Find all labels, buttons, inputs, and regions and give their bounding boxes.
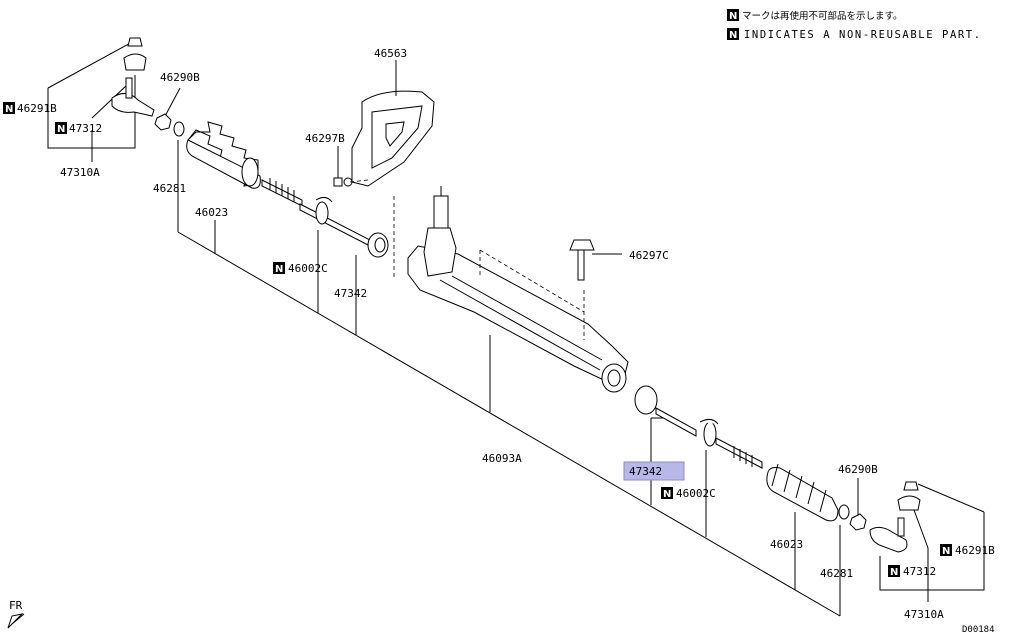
svg-text:46291B: 46291B [17, 102, 57, 115]
rack-shaft-right [715, 437, 763, 469]
inner-tie-rod-left [367, 232, 389, 258]
inner-tie-rod-right [634, 385, 697, 437]
clip-right [838, 504, 850, 520]
label-46023-left: 46023 [195, 206, 228, 219]
svg-text:N: N [942, 546, 950, 557]
label-47310a-right: 47310A [904, 608, 944, 621]
label-47342-left: 47342 [334, 287, 367, 300]
svg-text:N: N [5, 104, 13, 115]
label-46002c-right: N 46002C [661, 487, 716, 500]
svg-text:N: N [729, 11, 737, 22]
label-46281-right: 46281 [820, 567, 853, 580]
label-47342-right-highlighted[interactable]: 47342 [623, 461, 685, 481]
clamp-left [315, 196, 333, 225]
bellows-boot-left [186, 121, 261, 189]
label-46297b: 46297B [305, 132, 345, 145]
diagram-code: D00184 [962, 625, 995, 635]
tie-rod-end-left [47, 37, 155, 162]
label-46281-left: 46281 [153, 182, 186, 195]
label-47312-right: N 47312 [888, 565, 936, 578]
svg-text:47312: 47312 [903, 565, 936, 578]
label-47310a-left: 47310A [60, 166, 100, 179]
steering-gear-housing [393, 186, 629, 393]
svg-text:INDICATES A NON-REUSABLE PART.: INDICATES A NON-REUSABLE PART. [744, 29, 982, 41]
svg-text:N: N [663, 489, 671, 500]
svg-text:FR: FR [9, 599, 23, 612]
label-46291b-left: N 46291B [3, 102, 57, 115]
svg-text:46002C: 46002C [676, 487, 716, 500]
legend-note-en: N INDICATES A NON-REUSABLE PART. [727, 28, 982, 41]
bellows-boot-right [766, 463, 839, 522]
svg-text:N: N [890, 567, 898, 578]
bolt-46297c [569, 239, 622, 281]
svg-text:N: N [57, 124, 65, 135]
label-46291b-right: N 46291B [940, 544, 995, 557]
nut-right [849, 478, 867, 531]
label-47312-left: N 47312 [55, 122, 102, 135]
svg-text:マークは再使用不可部品を示します。: マークは再使用不可部品を示します。 [742, 10, 903, 22]
label-46290b-right: 46290B [838, 463, 878, 476]
svg-text:47312: 47312 [69, 122, 102, 135]
bolt-46297b [333, 146, 369, 187]
tie-rod-end-right [869, 481, 985, 602]
legend-note-jp: N マークは再使用不可部品を示します。 [727, 9, 903, 22]
clamp-right [699, 418, 719, 447]
reference-lines [177, 140, 841, 617]
heat-insulator [351, 60, 435, 187]
label-46290b-left: 46290B [160, 71, 200, 84]
label-46023-right: 46023 [770, 538, 803, 551]
label-46297c: 46297C [629, 249, 669, 262]
svg-text:47342: 47342 [629, 465, 662, 478]
label-46563: 46563 [374, 47, 407, 60]
front-direction-arrow: FR [7, 599, 25, 629]
svg-text:46002C: 46002C [288, 262, 328, 275]
label-46093a: 46093A [482, 452, 522, 465]
svg-text:46291B: 46291B [955, 544, 995, 557]
svg-text:N: N [275, 264, 283, 275]
label-46002c-left: N 46002C [273, 262, 328, 275]
svg-text:N: N [729, 30, 737, 41]
nut-left [154, 87, 181, 131]
clip-left [173, 121, 185, 137]
